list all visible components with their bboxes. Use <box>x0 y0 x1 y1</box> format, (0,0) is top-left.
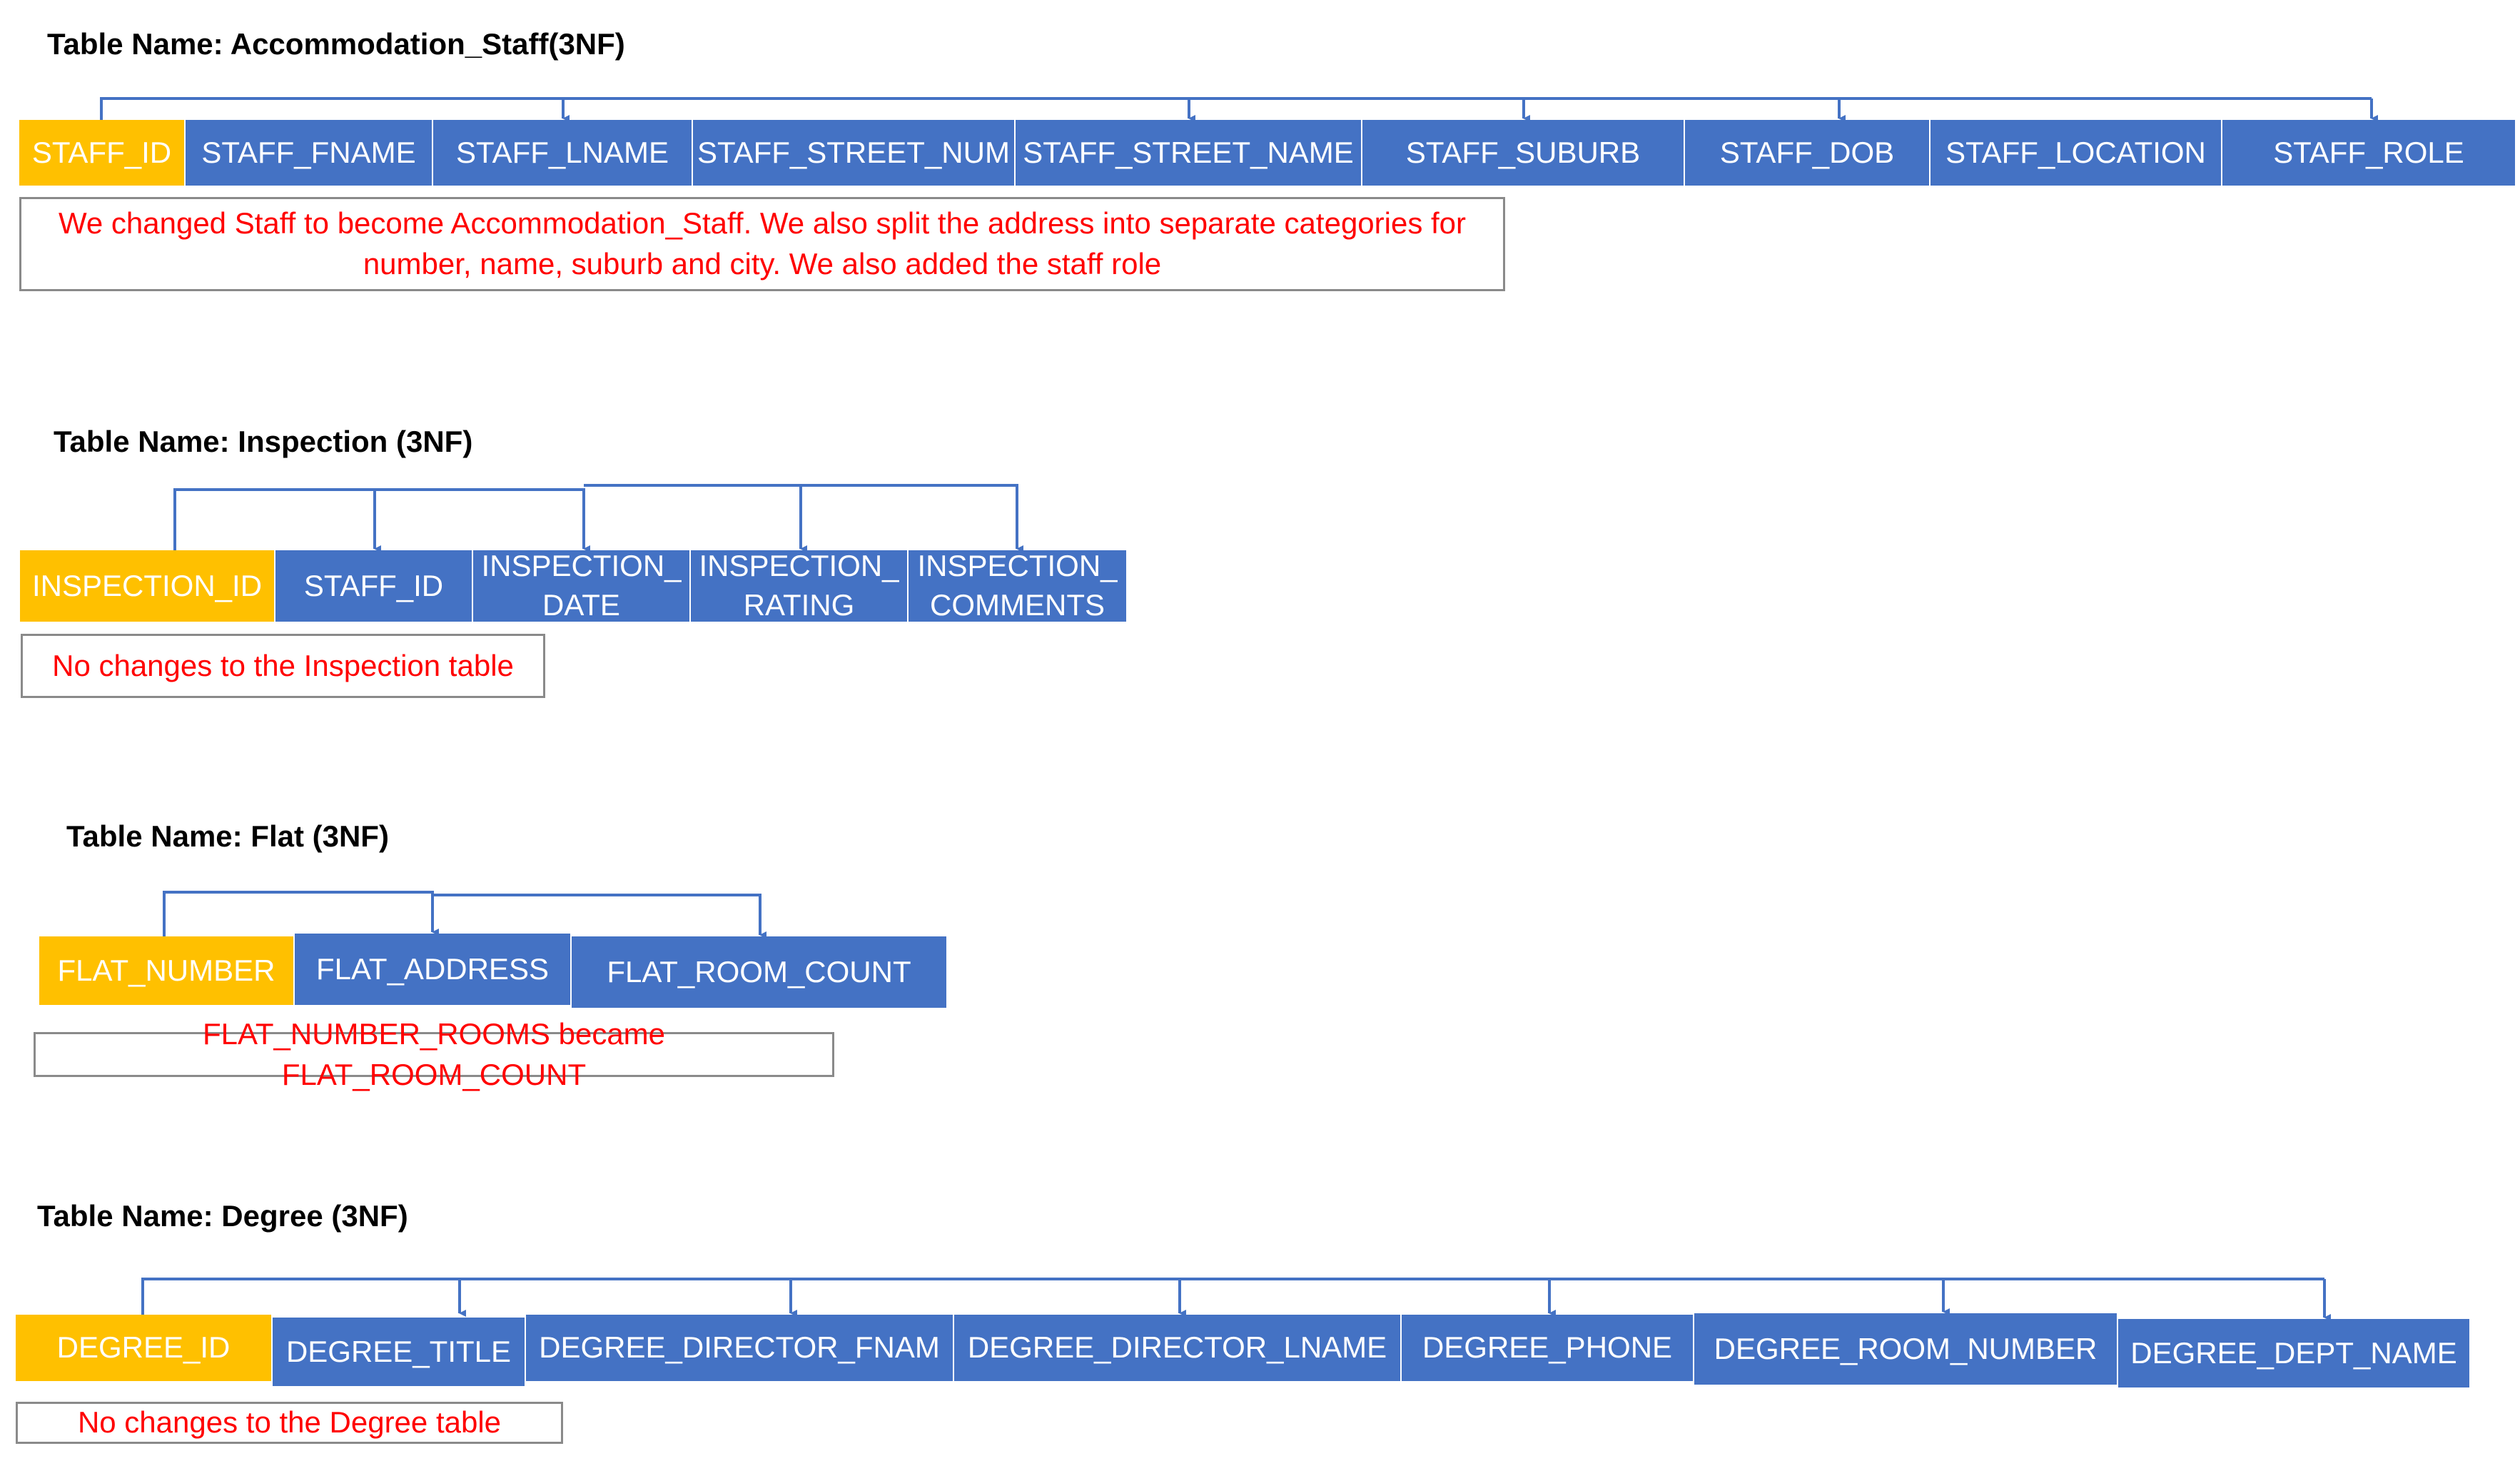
primary-key-cell: DEGREE_ID <box>16 1315 273 1381</box>
attribute-cell: STAFF_LNAME <box>433 120 693 186</box>
change-note: FLAT_NUMBER_ROOMS became FLAT_ROOM_COUNT <box>34 1017 834 1091</box>
table-title: Table Name: Inspection (3NF) <box>54 425 473 458</box>
primary-key-cell: FLAT_NUMBER <box>39 936 295 1005</box>
dependency-line <box>584 484 1023 552</box>
change-note: No changes to the Degree table <box>16 1402 563 1444</box>
attribute-cell: DEGREE_DIRECTOR_LNAME <box>954 1315 1402 1381</box>
attribute-cell: STAFF_LOCATION <box>1931 120 2222 186</box>
table-title: Table Name: Degree (3NF) <box>37 1199 408 1233</box>
attribute-cell: DEGREE_DIRECTOR_FNAM <box>526 1315 954 1381</box>
attribute-cell: STAFF_SUBURB <box>1362 120 1685 186</box>
dependency-line <box>163 891 439 936</box>
primary-key-cell: INSPECTION_ID <box>20 550 275 622</box>
table-title: Table Name: Flat (3NF) <box>66 819 389 853</box>
dependency-line <box>141 1278 2324 1315</box>
attribute-cell: DEGREE_DEPT_NAME <box>2118 1319 2469 1387</box>
attribute-cell: INSPECTION_ COMMENTS <box>909 549 1126 622</box>
attribute-cell: STAFF_ID <box>275 550 473 622</box>
attribute-cell: DEGREE_ROOM_NUMBER <box>1694 1313 2118 1385</box>
attribute-cell: DEGREE_TITLE <box>273 1318 526 1386</box>
dependency-line <box>375 488 590 552</box>
primary-key-cell: STAFF_ID <box>19 120 186 186</box>
attribute-cell: STAFF_DOB <box>1685 120 1931 186</box>
attribute-cell: FLAT_ROOM_COUNT <box>572 936 946 1008</box>
attribute-cell: STAFF_STREET_NUM <box>693 120 1016 186</box>
attribute-cell: STAFF_STREET_NAME <box>1016 120 1362 186</box>
dependency-line <box>432 894 766 939</box>
attribute-cell: STAFF_FNAME <box>186 120 433 186</box>
attribute-cell: DEGREE_PHONE <box>1402 1315 1694 1381</box>
attribute-cell: STAFF_ROLE <box>2222 120 2515 186</box>
attribute-cell: INSPECTION_ DATE <box>473 549 691 622</box>
dependency-line <box>100 97 2372 120</box>
dependency-line <box>173 488 381 552</box>
change-note: No changes to the Inspection table <box>21 634 545 698</box>
table-title: Table Name: Accommodation_Staff(3NF) <box>47 27 625 61</box>
attribute-cell: INSPECTION_ RATING <box>691 549 909 622</box>
change-note: We changed Staff to become Accommodation… <box>19 197 1505 291</box>
attribute-cell: FLAT_ADDRESS <box>295 934 572 1005</box>
